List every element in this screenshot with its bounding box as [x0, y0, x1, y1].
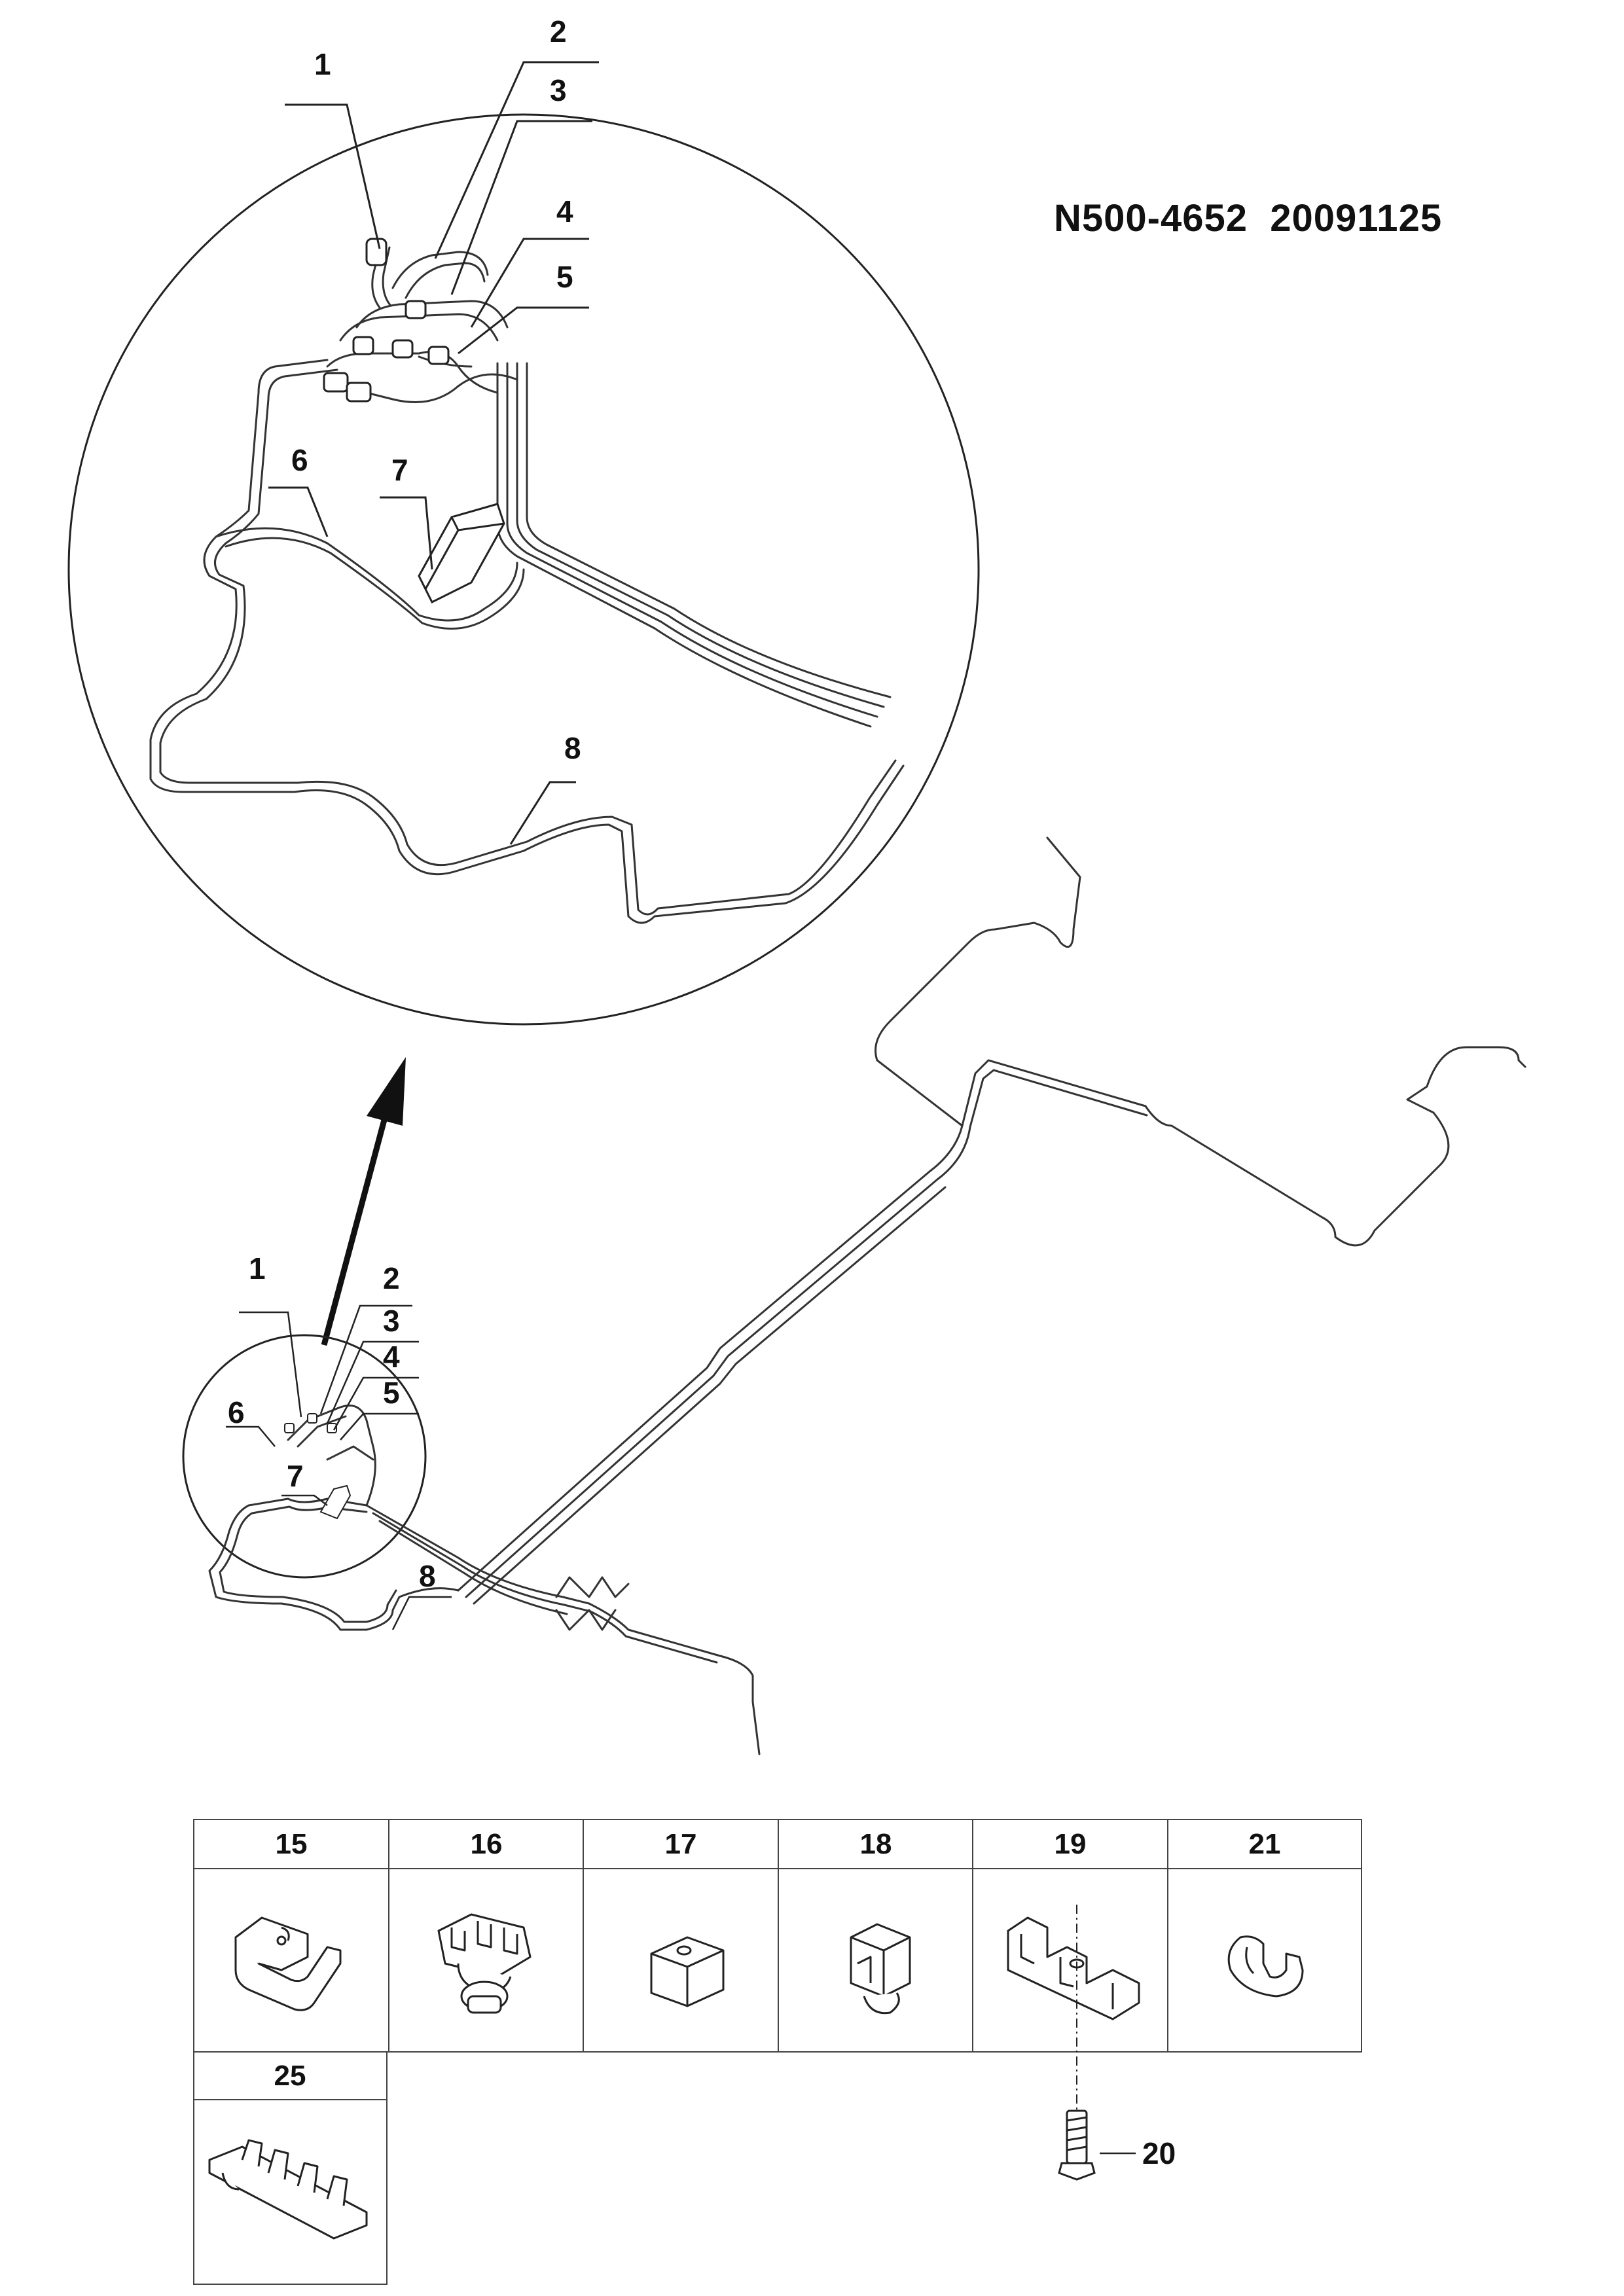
part-number-19: 19 [1054, 1828, 1087, 1860]
detail-module [418, 503, 505, 604]
part-number-16: 16 [470, 1828, 503, 1860]
part-number-18: 18 [859, 1828, 892, 1860]
overview-callout-2: 2 [383, 1261, 400, 1295]
detail-callout-3: 3 [550, 73, 567, 107]
overview-leaders [226, 1304, 452, 1630]
part-16-clip-icon [437, 1913, 532, 2014]
bolt-icon [1058, 2109, 1096, 2181]
detail-callout-2: 2 [550, 14, 567, 48]
parts-table-grid [193, 1819, 1362, 2285]
part-18-clip-icon [850, 1923, 911, 2015]
detail-fittings [323, 238, 450, 403]
overview-callout-7: 7 [287, 1459, 304, 1493]
overview-brake-lines [208, 836, 1526, 1755]
detail-callout-6: 6 [291, 443, 308, 477]
part-number-15: 15 [275, 1828, 308, 1860]
overview-callout-8: 8 [419, 1559, 436, 1593]
part-number-25: 25 [274, 2060, 306, 2092]
detail-callout-8: 8 [564, 731, 581, 765]
drawing-code: N500-4652 20091125 [1054, 197, 1443, 240]
overview-callout-6: 6 [228, 1395, 245, 1429]
overview-circle [182, 1334, 427, 1579]
detail-callout-4: 4 [556, 194, 573, 228]
detail-callout-7: 7 [391, 453, 408, 487]
overview-callout-5: 5 [383, 1376, 400, 1410]
part-15-clip-icon [234, 1916, 342, 2011]
bolt-label-20: 20 [1142, 2136, 1176, 2170]
part-17-block-icon [650, 1936, 725, 2007]
detail-circle [67, 113, 980, 1026]
detail-callout-5: 5 [556, 260, 573, 294]
detail-leaders [268, 61, 599, 845]
overview-callout-1: 1 [249, 1251, 266, 1285]
detail-brake-lines [149, 246, 905, 924]
overview-callout-3: 3 [383, 1304, 400, 1338]
part-number-17: 17 [664, 1828, 697, 1860]
zoom-arrow-icon [321, 1057, 406, 1346]
part-21-clip-icon [1227, 1935, 1304, 1998]
detail-callout-1: 1 [314, 47, 331, 81]
part-25-strip-icon [208, 2139, 368, 2240]
overview-callout-4: 4 [383, 1340, 400, 1374]
part-19-clip-icon [1007, 1916, 1140, 2020]
overview-module [284, 1413, 352, 1520]
part-number-21: 21 [1248, 1828, 1281, 1860]
